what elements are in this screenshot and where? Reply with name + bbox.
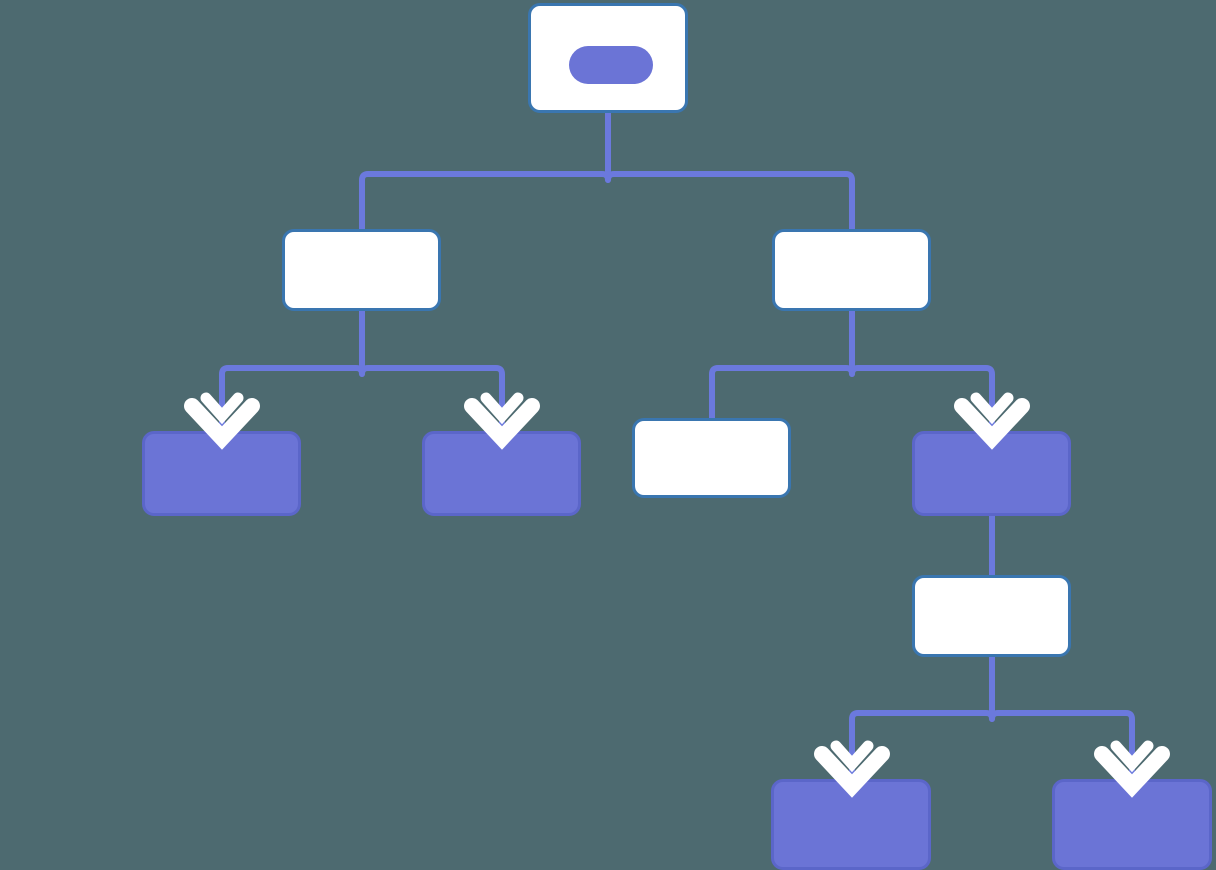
node-n-r2c[interactable] (1052, 779, 1212, 870)
node-n-l1[interactable] (142, 431, 301, 516)
node-n-l[interactable] (282, 229, 441, 311)
root-pill-marker (569, 46, 653, 84)
node-n-r2b[interactable] (771, 779, 931, 870)
node-n-l2[interactable] (422, 431, 581, 516)
node-n-r2[interactable] (912, 431, 1071, 516)
node-n-r1[interactable] (632, 418, 791, 498)
node-root[interactable] (528, 3, 688, 113)
node-n-r2a[interactable] (912, 575, 1071, 657)
node-n-r[interactable] (772, 229, 931, 311)
